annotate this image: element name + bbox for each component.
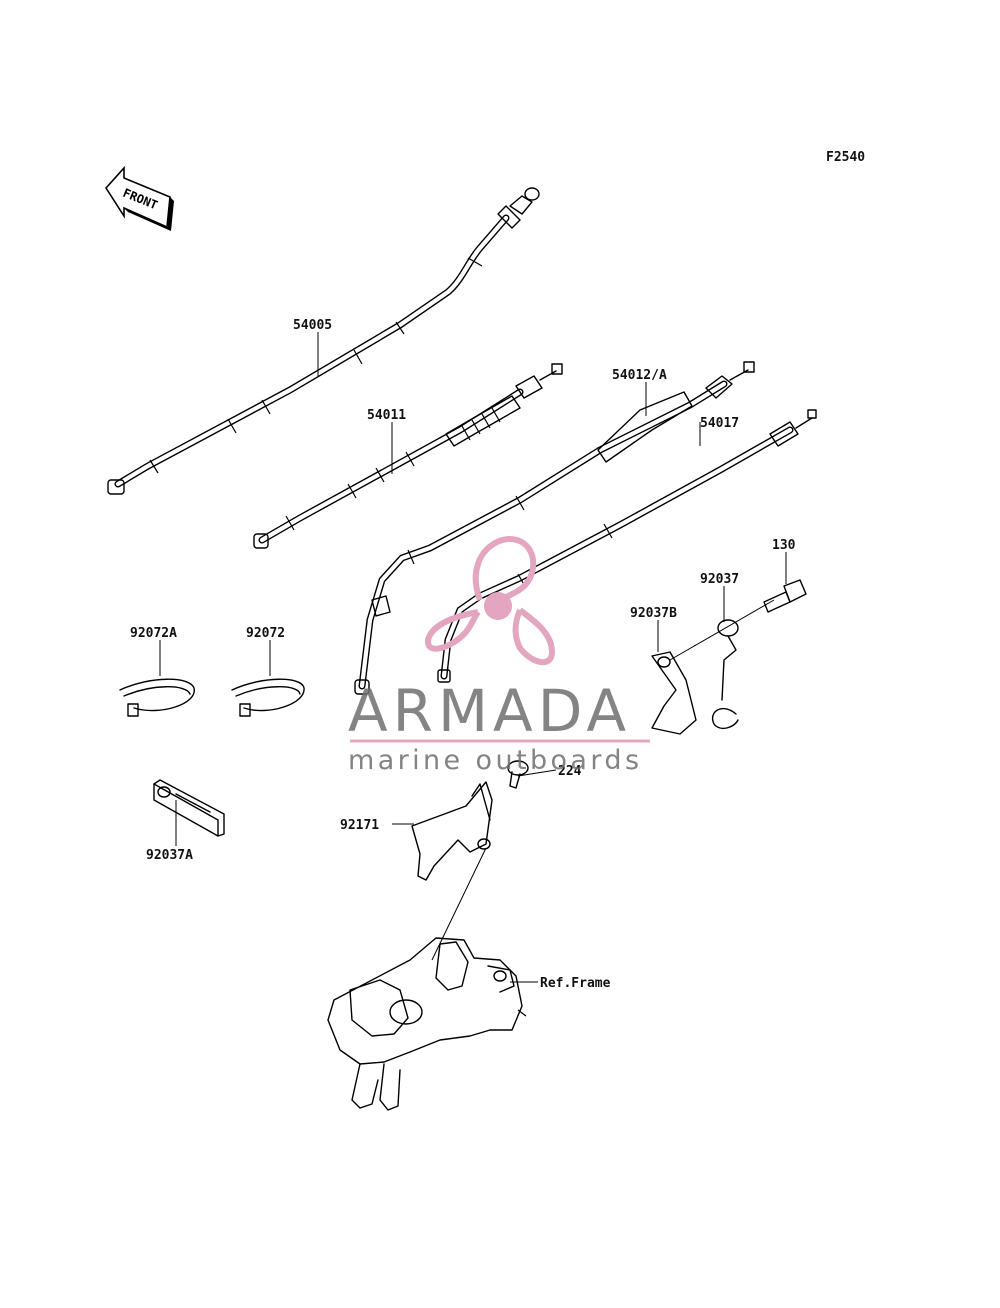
label-92037: 92037 <box>700 572 739 587</box>
label-92037b: 92037B <box>630 606 677 621</box>
figure-code: F2540 <box>826 150 865 165</box>
clamp-92037b <box>651 651 697 735</box>
cable-54011 <box>253 363 563 549</box>
propeller-hub <box>484 592 512 620</box>
label-54012a: 54012/A <box>612 368 667 383</box>
label-92072a: 92072A <box>130 626 177 641</box>
cable-54017 <box>437 409 817 683</box>
label-224: 224 <box>558 764 582 779</box>
screw-224 <box>507 760 529 789</box>
label-54005: 54005 <box>293 318 332 333</box>
leader-lines <box>159 332 787 983</box>
band-92072a <box>119 678 195 717</box>
plate-92037a <box>153 779 225 837</box>
bolt-130 <box>763 579 807 613</box>
watermark-tagline: marine outboards <box>348 745 642 776</box>
label-92037a: 92037A <box>146 848 193 863</box>
label-54017: 54017 <box>700 416 739 431</box>
front-arrow-icon: FRONT <box>104 165 174 231</box>
bracket-92171 <box>411 781 493 881</box>
label-130: 130 <box>772 538 796 553</box>
frame-part <box>327 937 527 1111</box>
propeller-logo-icon <box>425 536 555 665</box>
label-54011: 54011 <box>367 408 406 423</box>
clip-92037 <box>711 619 739 730</box>
label-ref-frame: Ref.Frame <box>540 976 611 991</box>
label-92072: 92072 <box>246 626 285 641</box>
cable-54005 <box>107 187 540 495</box>
band-92072 <box>231 678 305 717</box>
cable-54012a <box>354 361 755 695</box>
watermark-brand: ARMADA <box>348 677 631 745</box>
label-92171: 92171 <box>340 818 379 833</box>
watermark: ARMADA marine outboards <box>348 536 650 776</box>
